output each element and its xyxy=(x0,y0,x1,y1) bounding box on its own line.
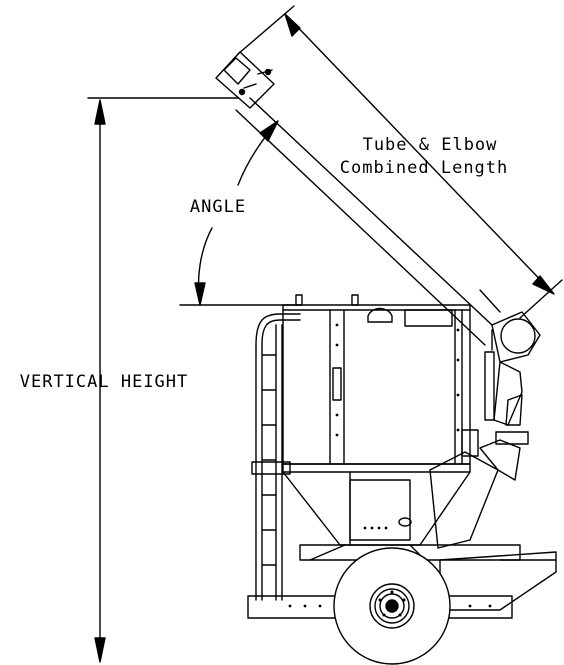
arrow-up-icon xyxy=(94,99,106,125)
frame-rivets xyxy=(288,604,492,608)
ladder-bracket xyxy=(251,461,291,475)
arrow-up-right-icon xyxy=(259,120,279,142)
labels: Tube & Elbow Combined Length ANGLE VERTI… xyxy=(20,135,509,392)
top-handle xyxy=(295,294,303,306)
upper-extension-line xyxy=(237,5,295,55)
wheel xyxy=(333,547,451,665)
tube-length-label-line1: Tube & Elbow xyxy=(363,135,498,155)
tube-flange xyxy=(479,289,501,313)
lower-frame-right xyxy=(439,595,513,619)
pivot-plate xyxy=(505,394,523,426)
sight-window xyxy=(332,367,342,401)
tube-length-dimension xyxy=(237,5,563,319)
arrow-down-right-icon xyxy=(532,275,555,295)
seam-rivets xyxy=(335,323,460,437)
tube-edge-upper xyxy=(249,97,493,326)
inspection-port xyxy=(398,517,412,527)
tank-body xyxy=(282,304,471,465)
auger-tube xyxy=(215,51,501,346)
arrow-up-left-icon xyxy=(284,13,301,37)
gearbox-panel xyxy=(349,479,411,541)
arrow-down-icon xyxy=(94,637,106,663)
panel-rivets xyxy=(363,526,388,530)
pivot-arm xyxy=(484,351,495,421)
vertical-height-dimension xyxy=(87,97,239,663)
tube-edge-lower xyxy=(235,109,486,346)
ladder-handrail-inner xyxy=(261,319,301,346)
vertical-height-label: VERTICAL HEIGHT xyxy=(20,372,189,392)
hopper-cone xyxy=(282,471,471,546)
angle-label: ANGLE xyxy=(190,197,246,217)
wheel-rim-inner xyxy=(374,588,410,624)
lower-extension-line xyxy=(519,279,563,319)
elbow-hub xyxy=(500,318,536,354)
wheel-hub xyxy=(379,593,405,619)
axle-icon xyxy=(385,599,399,613)
arrow-down-icon xyxy=(194,282,206,306)
frame-brace xyxy=(309,544,346,561)
lid-latch xyxy=(367,307,393,323)
bolt-head xyxy=(264,68,272,76)
bolt-head xyxy=(238,88,246,96)
chute-elbow xyxy=(479,439,521,481)
length-dimension-line xyxy=(286,15,553,293)
lug-nuts xyxy=(378,590,406,617)
chute-cap xyxy=(495,431,529,445)
tank-band xyxy=(282,463,471,473)
elbow-joint xyxy=(484,311,541,426)
wheel-rim xyxy=(369,583,415,629)
discharge-spout xyxy=(215,51,275,109)
elbow-housing xyxy=(491,311,541,363)
top-handle xyxy=(351,294,359,306)
lid-panel xyxy=(404,309,453,327)
ladder xyxy=(251,313,301,601)
tube-length-label-line2: Combined Length xyxy=(340,158,509,178)
spout-bolt xyxy=(243,83,257,89)
elbow-support xyxy=(493,361,523,426)
lower-auger-chute xyxy=(429,451,499,549)
ladder-handrail xyxy=(255,313,301,346)
chute-bracket xyxy=(461,429,479,457)
spout-window xyxy=(223,57,251,85)
mixer-tank xyxy=(282,294,529,549)
